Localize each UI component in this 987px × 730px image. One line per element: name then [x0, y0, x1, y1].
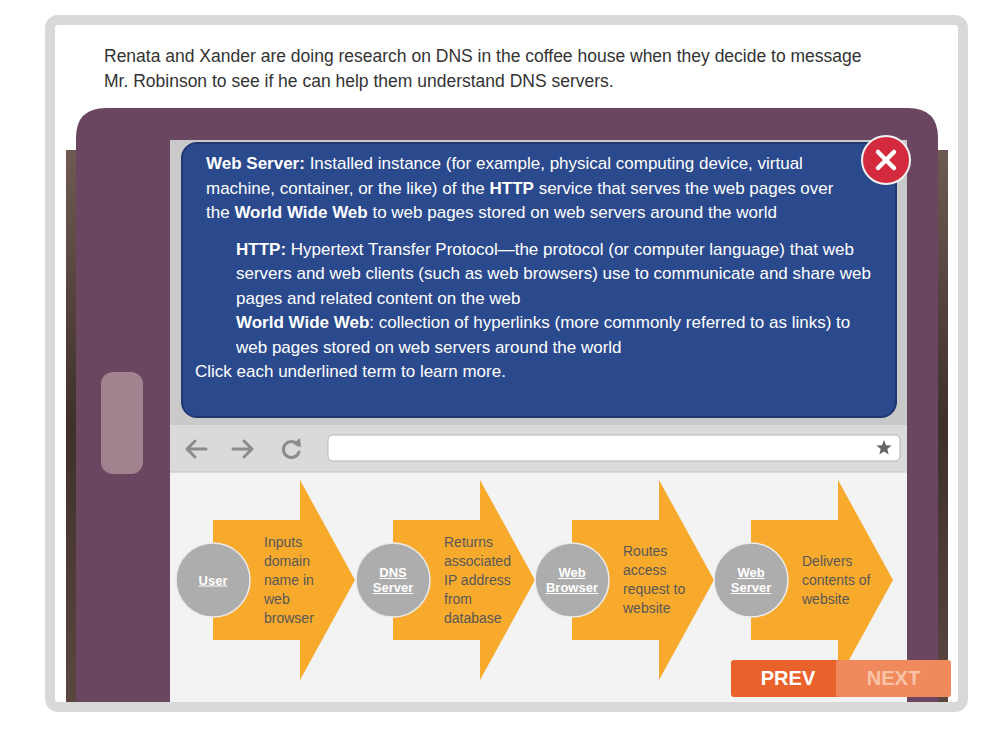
- step-circle: DNS Server: [355, 542, 431, 618]
- popup-content: Web Server: Installed instance (for exam…: [206, 152, 886, 385]
- step-description: Delivers contents of website: [802, 552, 874, 609]
- url-field: [328, 435, 900, 461]
- circle-fill: [356, 543, 430, 617]
- term-heading: HTTP:: [236, 240, 286, 259]
- tablet-screen: [170, 140, 907, 702]
- term-heading: World Wide Web: [234, 203, 367, 222]
- underlined-term: Web Browser: [534, 565, 610, 595]
- arrow-fill: [572, 480, 714, 680]
- term-heading: Web Server:: [206, 154, 305, 173]
- home-button: [101, 372, 143, 474]
- arrow-fill: [393, 480, 535, 680]
- step-description: Returns associated IP address from datab…: [444, 533, 518, 628]
- term-heading: World Wide Web: [236, 313, 369, 332]
- underlined-term: DNS Server: [355, 565, 431, 595]
- underlined-term: Web Server: [713, 565, 789, 595]
- browser-bar: [170, 425, 907, 472]
- step-description: Inputs domain name in web browser: [264, 533, 320, 628]
- definition-paragraph: World Wide Web: collection of hyperlinks…: [236, 311, 876, 360]
- card-frame: [50, 20, 963, 707]
- close-circle: [862, 136, 910, 184]
- tablet-body: [76, 108, 938, 702]
- definition-paragraph: Click each underlined term to learn more…: [195, 360, 875, 385]
- definition-text: Click each underlined term to learn more…: [195, 362, 506, 381]
- definition-paragraph: HTTP: Hypertext Transfer Protocol—the pr…: [236, 238, 876, 312]
- close-button: [860, 134, 912, 186]
- button-label: PREV: [731, 660, 845, 697]
- step-description: Routes access request to website: [623, 542, 693, 618]
- circle-fill: [176, 543, 250, 617]
- intro-text: Renata and Xander are doing research on …: [104, 44, 879, 94]
- nav-button: PREV: [731, 660, 845, 697]
- term-heading: HTTP: [490, 179, 534, 198]
- definition-text: to web pages stored on web servers aroun…: [372, 203, 776, 222]
- forward-icon: [233, 441, 252, 457]
- arrow-fill: [751, 480, 893, 680]
- underlined-term: User: [175, 573, 251, 588]
- refresh-arrowhead: [293, 438, 301, 447]
- circle-fill: [714, 543, 788, 617]
- step-circle: Web Browser: [534, 542, 610, 618]
- nav-button: NEXT: [836, 660, 951, 697]
- close-cross: [878, 152, 894, 168]
- definition-popup: Web Server: Installed instance (for exam…: [181, 142, 897, 418]
- back-icon: [187, 441, 206, 457]
- browser-bar-edge: [170, 472, 907, 473]
- button-label: NEXT: [836, 660, 951, 697]
- arrow-fill: [213, 480, 355, 680]
- screen-top: [170, 140, 907, 425]
- definition-paragraph: Web Server: Installed instance (for exam…: [206, 152, 856, 226]
- definition-text: Hypertext Transfer Protocol—the protocol…: [236, 240, 871, 308]
- step-circle: User: [175, 542, 251, 618]
- step-circle: Web Server: [713, 542, 789, 618]
- circle-fill: [535, 543, 609, 617]
- bookmark-star: [876, 440, 891, 455]
